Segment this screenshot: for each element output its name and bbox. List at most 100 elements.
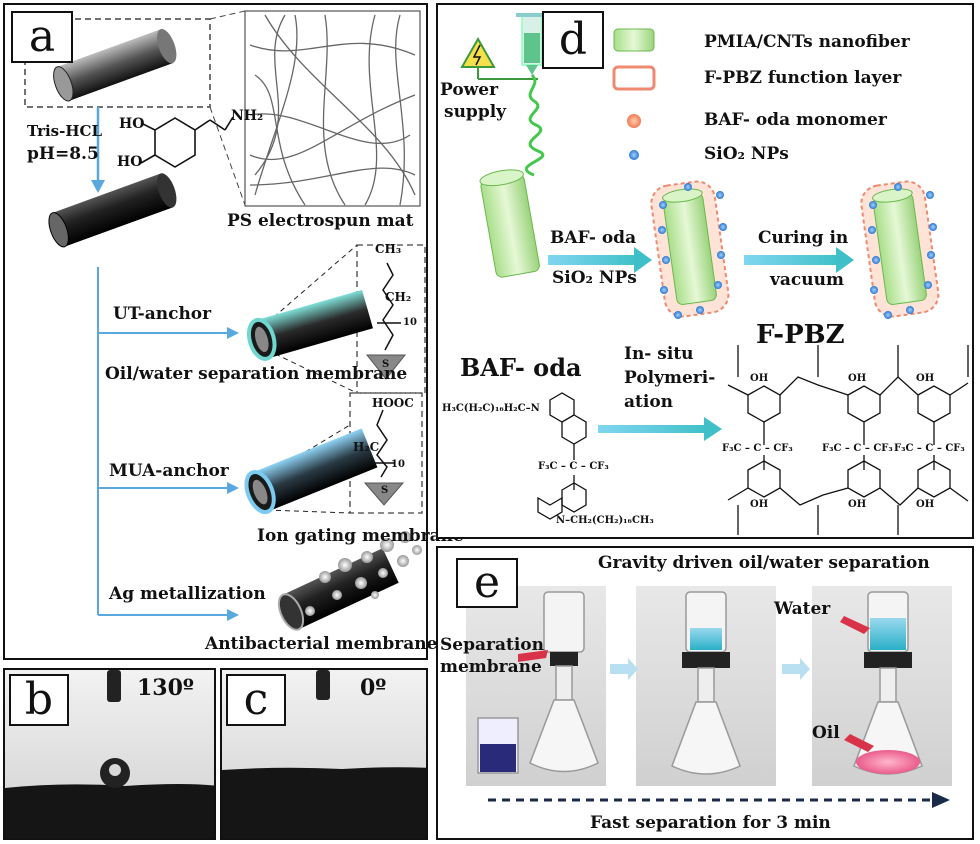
supply-label: supply: [444, 102, 507, 122]
power-supply-icon: [460, 36, 538, 80]
separation-label: Separation: [440, 635, 544, 655]
ps-mat-box: [244, 10, 421, 207]
monomer-chain-bottom: N–CH₂(CH₂)₁₆CH₃: [556, 515, 654, 526]
polymer-oh-3: OH: [916, 373, 935, 384]
branch-arrows: [97, 267, 230, 616]
legend-icons: [612, 28, 656, 160]
monomer-chain-top: H₃C(H₂C)₁₆H₂C–N: [442, 403, 540, 414]
n10-label: 10: [403, 317, 417, 328]
red-arrows: [518, 616, 874, 752]
polymer-cf3-2: F₃C – C – CF₃: [822, 443, 893, 454]
tris-label: Tris-HCL: [27, 122, 102, 140]
polymer-cf3-3: F₃C – C – CF₃: [894, 443, 965, 454]
fpbz-title: F-PBZ: [756, 320, 845, 350]
panel-d-label: d: [542, 11, 604, 69]
step-arrow-2: [744, 255, 840, 265]
panel-c-label: c: [226, 674, 286, 726]
ho-label-1: HO: [119, 116, 145, 132]
monomer-cf3: F₃C – C – CF₃: [538, 461, 609, 472]
power-label: Power: [440, 80, 499, 100]
insitu-line-3: ation: [624, 392, 674, 412]
mua-anchor-label: MUA-anchor: [109, 461, 229, 481]
panel-d: d Power supply PMIA/CNTs nanofiber F-PBZ…: [436, 3, 974, 539]
ch3-label: CH₃: [375, 242, 402, 256]
insitu-line-1: In- situ: [624, 344, 694, 364]
ag-nanoparticles: [305, 531, 422, 616]
fast-separation-caption: Fast separation for 3 min: [590, 813, 831, 833]
ag-metallization-label: Ag metallization: [109, 584, 266, 604]
ho-label-2: HO: [117, 154, 143, 170]
water-label: Water: [774, 599, 831, 619]
h2c-label: H₂C: [353, 440, 380, 454]
ps-mat-caption: PS electrospun mat: [227, 211, 414, 231]
panel-a-label: a: [11, 11, 73, 63]
panel-e-photo: [466, 586, 952, 808]
substrate-c: [222, 767, 426, 838]
s-label-2: S: [381, 485, 389, 496]
panel-d-drawing: [460, 13, 969, 535]
antibacterial-caption: Antibacterial membrane: [205, 634, 438, 654]
panel-a: a Tris-HCL pH=8.5 HO HO NH₂ PS electrosp…: [3, 3, 464, 660]
step-sio2: SiO₂ NPs: [552, 268, 637, 288]
polymer-oh-4: OH: [750, 499, 769, 510]
oil-water-membrane-caption: Oil/water separation membrane: [105, 364, 408, 384]
panel-c: c 0º: [220, 668, 428, 840]
insitu-arrow: [598, 425, 708, 433]
oil-label: Oil: [812, 723, 840, 743]
process-arrows: [610, 658, 810, 680]
baf-oda-title: BAF- oda: [460, 353, 582, 382]
vacuum-label: vacuum: [770, 270, 844, 290]
panel-b: b 130º: [3, 668, 216, 840]
legend-fpbz: F-PBZ function layer: [704, 68, 902, 88]
legend-sio2: SiO₂ NPs: [704, 144, 789, 164]
hooc-label: HOOC: [372, 396, 414, 410]
ps-mat-fibers: [249, 14, 416, 206]
insitu-line-2: Polymeri-: [624, 368, 716, 388]
apparatus-3: [853, 591, 923, 775]
polymer-oh-6: OH: [916, 499, 935, 510]
ut-chain: [377, 262, 401, 351]
contact-angle-b: 130º: [137, 675, 194, 701]
polymer-oh-1: OH: [750, 373, 769, 384]
ut-anchor-fiber: [246, 289, 373, 361]
dopamine-structure: [140, 116, 234, 168]
polymer-cf3-1: F₃C – C – CF₃: [722, 443, 793, 454]
polymer-oh-2: OH: [848, 373, 867, 384]
s-label-1: S: [382, 359, 390, 370]
legend-pmia: PMIA/CNTs nanofiber: [704, 32, 910, 52]
panel-e-label: e: [456, 558, 518, 608]
nh2-label: NH₂: [231, 108, 264, 124]
panel-a-drawing: [24, 10, 426, 631]
ion-gating-caption: Ion gating membrane: [257, 526, 464, 546]
pristine-fiber: [53, 29, 177, 102]
syringe-icon: [516, 13, 548, 75]
panel-e-title: Gravity driven oil/water separation: [598, 553, 930, 573]
ch2-label: CH₂: [385, 290, 412, 304]
mua-anchor-fiber: [244, 428, 378, 515]
pda-coated-fiber: [48, 173, 177, 248]
fpbz-polymer-structure: [727, 345, 969, 535]
panel-b-label: b: [9, 674, 69, 726]
membrane-label: membrane: [440, 657, 542, 677]
ph-label: pH=8.5: [27, 144, 99, 164]
needle-b: [107, 670, 121, 702]
contact-angle-c: 0º: [360, 675, 387, 701]
fiber-dashed-box: [24, 18, 211, 108]
panel-e: e Gravity driven oil/water separation Se…: [436, 546, 974, 840]
electrospinning-jet: [524, 73, 545, 177]
sio2-dots-2: [868, 183, 937, 319]
ut-anchor-label: UT-anchor: [113, 304, 212, 324]
needle-c: [316, 670, 330, 700]
n10-label-b: 10: [391, 459, 405, 470]
apparatus-2: [671, 591, 741, 775]
substrate-b: [5, 784, 214, 838]
step-baf-oda: BAF- oda: [550, 228, 637, 248]
sio2-dots-1: [658, 183, 727, 319]
fpbz-coated-fiber-1: [650, 180, 730, 318]
baf-oda-monomer-structure: [537, 392, 587, 520]
fpbz-coated-fiber-2: [860, 180, 940, 318]
legend-baf-oda: BAF- oda monomer: [704, 110, 887, 130]
apparatus-1: [477, 591, 599, 774]
polymer-oh-5: OH: [848, 499, 867, 510]
pmia-cnt-fiber: [479, 169, 540, 278]
